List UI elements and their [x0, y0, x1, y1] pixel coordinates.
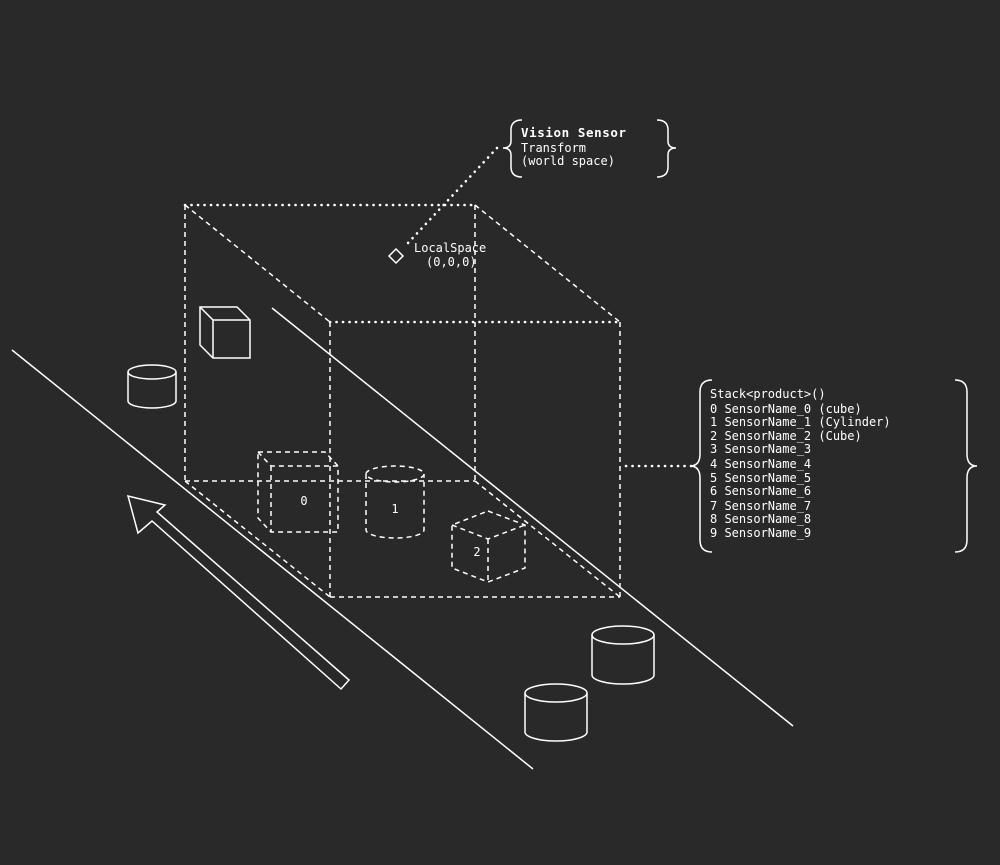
vision-sensor-transform: Transform — [521, 141, 586, 155]
box-top-left-depth-edge — [184, 204, 331, 323]
vision-sensor-callout: Vision Sensor Transform (world space) — [502, 119, 677, 178]
stack-entry: 1 SensorName_1 (Cylinder) — [710, 415, 891, 429]
stack-entry: 3 SensorName_3 — [710, 442, 811, 456]
stack-entry: 2 SensorName_2 (Cube) — [710, 429, 862, 443]
vision-sensor-title: Vision Sensor — [521, 125, 627, 140]
box-bottom-left-depth-edge — [184, 480, 331, 598]
stack-entry: 7 SensorName_7 — [710, 499, 811, 513]
stack-entry: 5 SensorName_5 — [710, 471, 811, 485]
stack-entry: 9 SensorName_9 — [710, 526, 811, 540]
conveyor-edge-far — [271, 307, 794, 727]
product-0-index-label: 0 — [300, 494, 307, 508]
stack-header: Stack<product>() — [710, 387, 826, 401]
cylinder-outside-left — [127, 364, 177, 409]
conveyor-belt — [11, 307, 794, 770]
box-top-right-depth-edge — [474, 204, 621, 323]
stack-left-brace — [689, 379, 713, 553]
callout-left-brace — [502, 119, 523, 178]
detected-product-1: 1 — [365, 465, 425, 539]
stack-callout: Stack<product>() 0 SensorName_0 (cube) 1… — [624, 379, 978, 553]
stack-entry: 6 SensorName_6 — [710, 484, 811, 498]
local-space-origin: LocalSpace (0,0,0) — [387, 146, 499, 269]
cylinder-outside-right-lower — [524, 683, 588, 742]
box-bottom-right-depth-edge — [474, 480, 621, 598]
vision-sensor-world-space: (world space) — [521, 154, 615, 168]
stack-entry: 4 SensorName_4 — [710, 457, 811, 471]
cylinder-outside-right-upper — [591, 625, 655, 685]
cube-outside-top — [199, 306, 251, 359]
sensor-leader-line — [406, 146, 499, 245]
local-space-label: LocalSpace — [414, 241, 486, 255]
callout-right-brace — [656, 119, 677, 178]
stack-entry: 8 SensorName_8 — [710, 512, 811, 526]
detected-product-2: 2 — [451, 510, 526, 583]
local-space-origin-coords: (0,0,0) — [426, 255, 477, 269]
origin-diamond-icon — [387, 247, 405, 265]
detected-product-0: 0 — [257, 451, 339, 533]
stack-right-brace — [954, 379, 978, 553]
product-2-index-label: 2 — [473, 545, 480, 559]
stack-entry: 0 SensorName_0 (cube) — [710, 402, 862, 416]
conveyor-direction-arrow — [126, 494, 351, 691]
conveyor-edge-near — [11, 349, 534, 770]
sensor-volume-box — [183, 203, 622, 598]
product-1-index-label: 1 — [391, 502, 398, 516]
